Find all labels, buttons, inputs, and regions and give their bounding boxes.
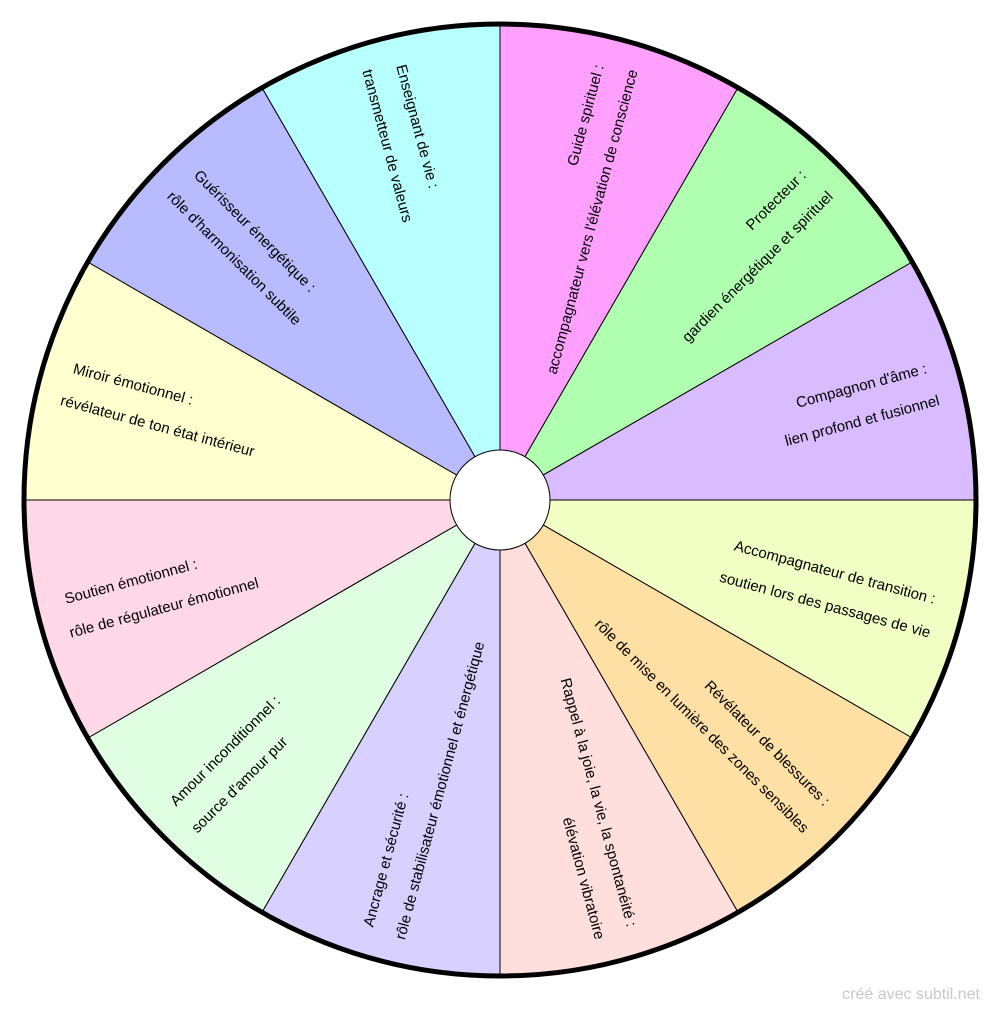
watermark: créé avec subtil.net	[842, 986, 980, 1003]
wheel-outer-border	[21, 21, 979, 979]
wheel-center-hub	[449, 449, 551, 551]
